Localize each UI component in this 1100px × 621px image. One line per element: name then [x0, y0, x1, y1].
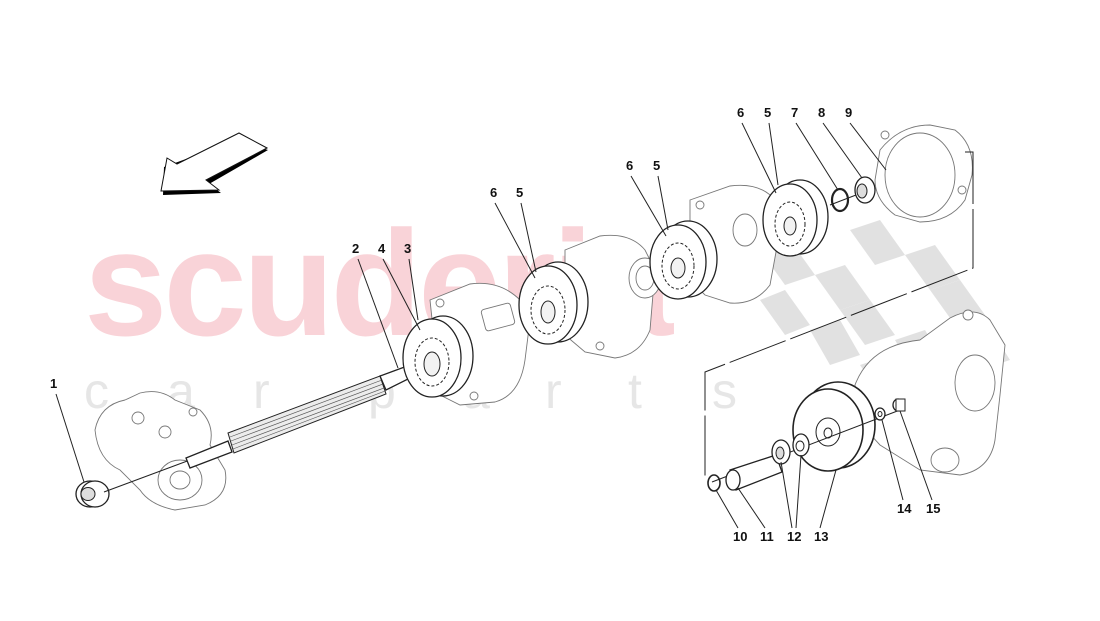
- gear-assembly-5-6-c: [762, 179, 829, 257]
- callout-1[interactable]: 1: [50, 376, 58, 391]
- callout-15[interactable]: 15: [926, 501, 941, 516]
- watermark-letter: r: [545, 363, 562, 419]
- part-7-circlip: [830, 187, 850, 213]
- watermark-letter: s: [712, 363, 737, 419]
- callout-7[interactable]: 7: [791, 105, 799, 120]
- watermark-letter: r: [253, 363, 270, 419]
- direction-arrow-icon: [160, 132, 269, 195]
- callout-11[interactable]: 11: [760, 529, 774, 544]
- callout-3[interactable]: 3: [404, 241, 412, 256]
- watermark-letter: c: [84, 363, 109, 419]
- callout-9[interactable]: 9: [845, 105, 853, 120]
- part-14-washer: [874, 407, 886, 421]
- left-pump-housing: [94, 391, 227, 511]
- gear-assembly-3-4: [402, 315, 474, 398]
- part-8-bearing: [854, 176, 876, 204]
- part-13-impeller: [792, 381, 876, 472]
- callout-12[interactable]: 12: [787, 529, 802, 544]
- callout-6[interactable]: 6: [626, 158, 634, 173]
- part-1-bearing: [75, 480, 110, 508]
- callout-8[interactable]: 8: [818, 105, 826, 120]
- callout-5[interactable]: 5: [516, 185, 524, 200]
- gear-assembly-5-6-a: [518, 261, 589, 345]
- part-11-sleeve: [725, 454, 783, 491]
- callout-14[interactable]: 14: [897, 501, 912, 516]
- part-2-shaft: [185, 361, 423, 469]
- part-12-seals: [771, 433, 810, 465]
- watermark-letter: t: [628, 363, 642, 419]
- callout-5[interactable]: 5: [764, 105, 772, 120]
- pump-cover: [874, 124, 973, 223]
- gear-assembly-5-6-b: [649, 220, 718, 300]
- leader-lines: [55, 122, 933, 529]
- lower-pump-housing: [854, 309, 1006, 476]
- callout-5[interactable]: 5: [653, 158, 661, 173]
- part-15-nut: [892, 398, 906, 412]
- callout-13[interactable]: 13: [814, 529, 829, 544]
- callout-2[interactable]: 2: [352, 241, 360, 256]
- callout-10[interactable]: 10: [733, 529, 748, 544]
- callout-6[interactable]: 6: [737, 105, 745, 120]
- callout-4[interactable]: 4: [378, 241, 386, 256]
- part-10-o-ring: [707, 474, 721, 492]
- callout-6[interactable]: 6: [490, 185, 498, 200]
